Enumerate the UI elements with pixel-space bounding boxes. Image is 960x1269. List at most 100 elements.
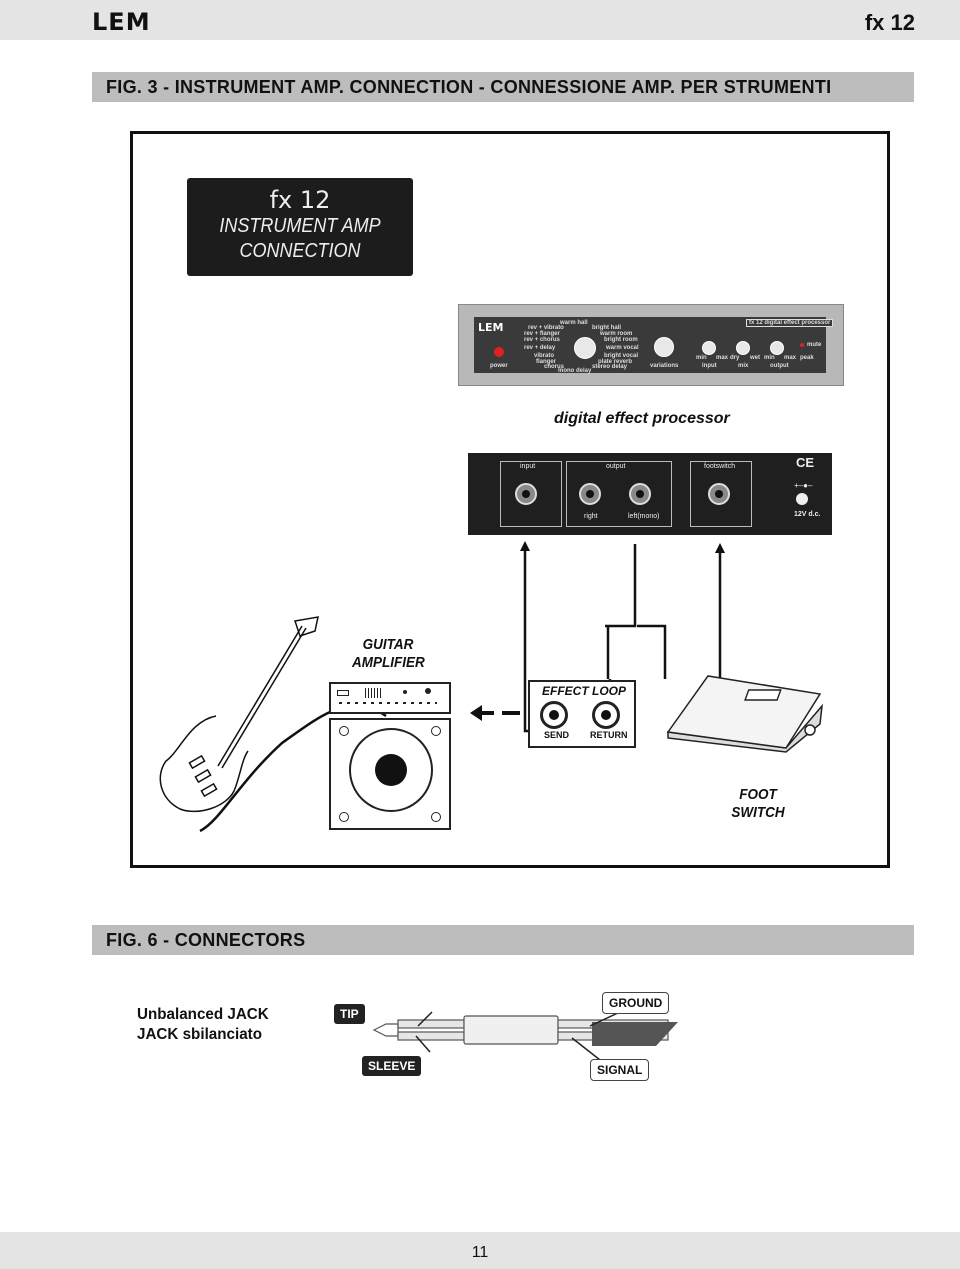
- output-right-jack[interactable]: [579, 483, 601, 505]
- header-bar: [0, 0, 960, 40]
- send-jack[interactable]: [540, 701, 568, 729]
- dashed-arrow-head: [470, 705, 482, 721]
- jack-type-italian: JACK sbilanciato: [137, 1026, 263, 1043]
- output-label: output: [770, 363, 789, 369]
- send-label: SEND: [544, 730, 570, 740]
- power-label: power: [490, 363, 508, 369]
- foot-switch-label-line1: FOOT: [739, 786, 777, 803]
- jack-type-english: Unbalanced JACK: [137, 1006, 269, 1023]
- sleeve-label: SLEEVE: [362, 1056, 422, 1076]
- device-caption: digital effect processor: [554, 410, 730, 427]
- return-label: RETURN: [590, 730, 628, 740]
- input-label: input: [702, 363, 717, 369]
- title-model: fx 12: [269, 186, 331, 214]
- output-section: [566, 461, 672, 527]
- page-number: 11: [471, 1244, 489, 1261]
- diagram-title-box: fx 12 INSTRUMENT AMP CONNECTION: [187, 178, 413, 276]
- connection-diagram-frame: [130, 131, 890, 868]
- cabinet-screw-icon: [339, 726, 349, 736]
- title-line-1: INSTRUMENT AMP: [219, 215, 381, 237]
- program-label: rev + delay: [524, 345, 556, 351]
- program-label: rev + flanger: [524, 331, 560, 337]
- input-min-label: min: [696, 355, 707, 361]
- peak-label: peak: [800, 355, 814, 361]
- mix-dry-label: dry: [730, 355, 740, 361]
- fig3-heading: FIG. 3 - INSTRUMENT AMP. CONNECTION - CO…: [106, 77, 832, 97]
- program-label: stereo delay: [592, 364, 628, 370]
- footer-bar: [0, 1232, 960, 1269]
- ground-pointer: [589, 1011, 621, 1027]
- footswitch-section: [690, 461, 752, 527]
- output-min-label: min: [764, 355, 775, 361]
- cabinet-screw-icon: [431, 726, 441, 736]
- return-jack[interactable]: [592, 701, 620, 729]
- guitar-amp-label: GUITAR AMPLIFIER: [352, 636, 425, 672]
- mute-led-icon: [800, 343, 804, 347]
- variations-knob[interactable]: [654, 337, 674, 357]
- power-rating-label: 12V d.c.: [794, 511, 821, 518]
- rear-right-label: right: [584, 513, 598, 520]
- program-label: bright vocal: [604, 353, 639, 359]
- cabinet-screw-icon: [339, 812, 349, 822]
- program-label: bright hall: [592, 325, 621, 331]
- program-label: vibrato: [534, 353, 555, 359]
- variations-label: variations: [650, 363, 679, 369]
- power-led-icon: [494, 347, 504, 357]
- amp-knob-icon: [403, 690, 407, 694]
- input-knob[interactable]: [702, 341, 716, 355]
- amp-control-row: [339, 702, 437, 704]
- cable-sheath: [592, 1022, 678, 1046]
- output-left-jack[interactable]: [629, 483, 651, 505]
- effect-loop-panel: EFFECT LOOP SEND RETURN: [528, 680, 636, 748]
- cable-diagram: [159, 541, 725, 833]
- input-jack[interactable]: [515, 483, 537, 505]
- mix-label: mix: [738, 363, 749, 369]
- footswitch-pedal-icon: [666, 675, 824, 753]
- rear-left-label: left(mono): [628, 513, 660, 520]
- guitar-amp-label-line2: AMPLIFIER: [352, 654, 425, 671]
- program-label: flanger: [536, 359, 557, 365]
- dc-power-jack[interactable]: [796, 493, 808, 505]
- amp-grille-icon: [365, 688, 381, 698]
- fig3-heading-bar: FIG. 3 - INSTRUMENT AMP. CONNECTION - CO…: [92, 72, 914, 102]
- rear-panel: input output right left(mono) footswitch…: [468, 453, 832, 535]
- program-label: warm hall: [560, 320, 588, 326]
- cabinet-screw-icon: [431, 812, 441, 822]
- amp-head: [329, 682, 451, 714]
- return-cable: [637, 624, 667, 679]
- front-panel: LEM fx 12 digital effect processor power…: [458, 304, 844, 386]
- input-section: [500, 461, 562, 527]
- rear-input-label: input: [520, 463, 536, 470]
- fig6-heading: FIG. 6 - CONNECTORS: [106, 930, 306, 950]
- footswitch-jack[interactable]: [708, 483, 730, 505]
- sleeve-pointer: [415, 1035, 431, 1053]
- program-label: rev + chorus: [524, 337, 560, 343]
- foot-switch-label: FOOT SWITCH: [720, 786, 796, 822]
- effect-loop-title: EFFECT LOOP: [542, 684, 626, 698]
- rear-footswitch-label: footswitch: [704, 463, 736, 470]
- input-max-label: max: [716, 355, 729, 361]
- jack-plug-diagram: [372, 1011, 678, 1060]
- model-name: fx 12: [864, 10, 915, 35]
- signal-pointer: [571, 1037, 601, 1060]
- program-label: rev + vibrato: [528, 325, 564, 331]
- lem-logo: LEM: [92, 8, 151, 36]
- program-label: warm room: [600, 331, 633, 337]
- amp-jack-icon: [337, 690, 349, 696]
- amp-knob-icon: [425, 688, 431, 694]
- polarity-icon: +–●–: [794, 481, 813, 490]
- mix-wet-label: wet: [750, 355, 761, 361]
- program-selector-knob[interactable]: [574, 337, 596, 359]
- front-panel-logo: LEM: [478, 321, 504, 334]
- amp-cabinet: [329, 718, 451, 830]
- program-label: plate reverb: [598, 359, 633, 365]
- mute-label: mute: [807, 342, 822, 348]
- tip-label: TIP: [334, 1004, 365, 1024]
- jack-type-label: Unbalanced JACK JACK sbilanciato: [137, 1005, 269, 1045]
- program-label: chorus: [544, 364, 565, 370]
- fig6-heading-bar: FIG. 6 - CONNECTORS: [92, 925, 914, 955]
- tip-pointer: [417, 1011, 433, 1027]
- output-max-label: max: [784, 355, 797, 361]
- mix-knob[interactable]: [736, 341, 750, 355]
- output-knob[interactable]: [770, 341, 784, 355]
